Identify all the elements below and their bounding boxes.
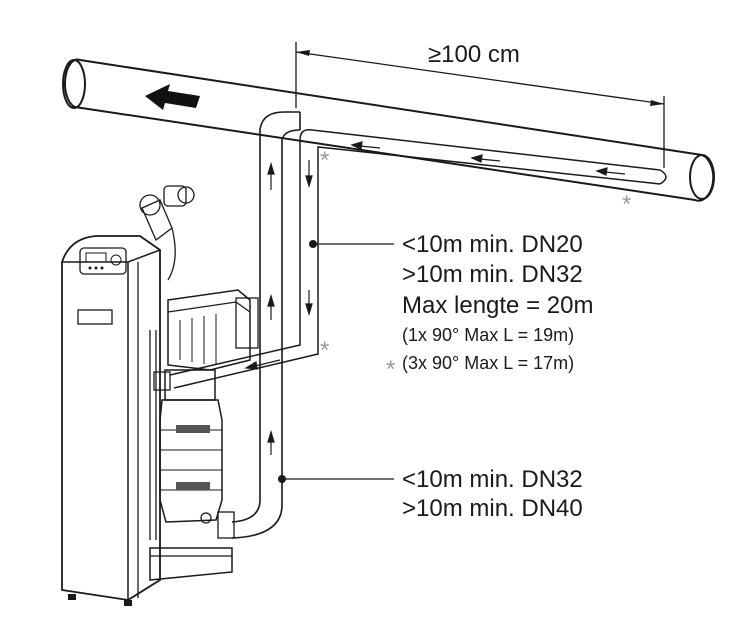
return-pipe [169,128,667,389]
svg-text:>10m min. DN32: >10m min. DN32 [402,261,583,288]
svg-text:(1x 90° Max L = 19m): (1x 90° Max L = 19m) [402,325,574,345]
svg-text:>10m min. DN40: >10m min. DN40 [402,495,583,522]
pressure-pump-unit [61,185,259,606]
bend-marker-star: * [320,147,329,174]
svg-text:(3x 90° Max L = 17m): (3x 90° Max L = 17m) [402,353,574,373]
dimension-label: ≥100 cm [428,41,520,68]
svg-text:Max lengte = 20m: Max lengte = 20m [402,292,593,319]
lower-pipe-spec: <10m min. DN32 >10m min. DN40 [402,466,583,522]
svg-text:<10m min. DN20: <10m min. DN20 [402,231,583,258]
flow-direction-arrow [145,84,200,110]
supply-flow-arrows [267,161,275,455]
dimension-line [295,42,665,168]
supply-riser [231,111,301,539]
bend-marker-star: * [386,356,395,383]
bend-marker-star: * [320,337,329,364]
bend-marker-star: * [622,191,631,218]
svg-text:<10m min. DN32: <10m min. DN32 [402,466,583,493]
main-pipe [62,58,715,202]
leader-line-upper [309,240,394,248]
upper-pipe-spec: <10m min. DN20 >10m min. DN32 Max lengte… [402,231,593,373]
return-flow-arrows [244,141,626,370]
leader-line-lower [278,475,394,483]
